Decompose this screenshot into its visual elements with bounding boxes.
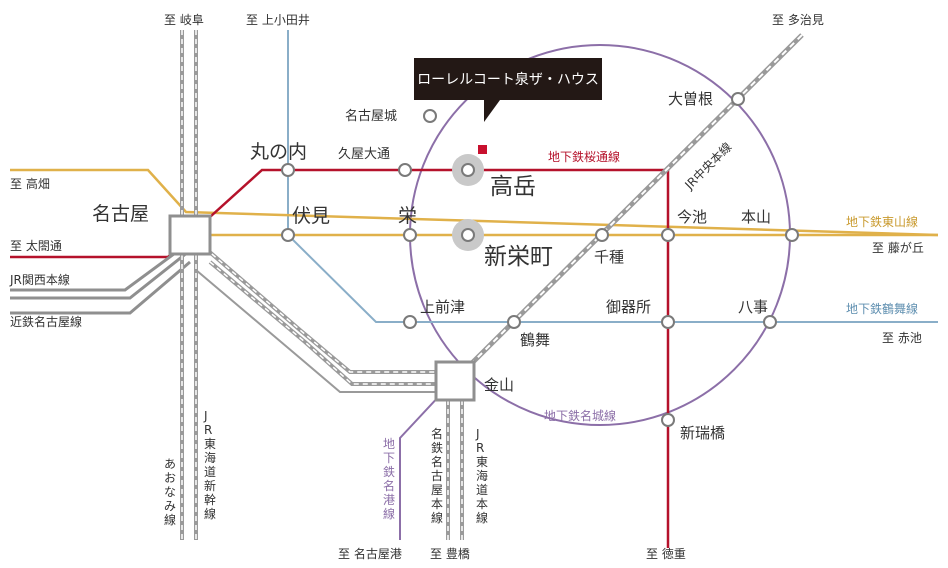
label-line-meitetsu: 名 鉄 名 古 屋 本 線 (431, 426, 447, 525)
label-hisaya-odori: 久屋大通 (338, 147, 390, 162)
terminus-gifu: 至 岐阜 (164, 13, 204, 27)
kintetsu-line (10, 260, 191, 315)
label-fushimi: 伏見 (292, 205, 330, 227)
terminus-taikodori: 至 太閤通 (10, 238, 62, 253)
label-ozone: 大曽根 (668, 90, 713, 108)
station-node-chikusa (595, 228, 609, 242)
label-tsurumai: 鶴舞 (520, 331, 550, 349)
station-node-gokiso (661, 315, 675, 329)
label-line-meiko: 地 下 鉄 名 港 線 (383, 437, 399, 521)
station-node-nagoyajo (423, 109, 437, 123)
station-node-tsurumai (507, 315, 521, 329)
tsurumai-line (287, 30, 938, 323)
station-node-shinsakae (461, 228, 475, 242)
nagoya-hub (168, 214, 212, 256)
station-node-marunouchi (281, 163, 295, 177)
label-shinsakae: 新栄町 (484, 244, 553, 270)
label-line-meijo: 地下鉄名城線 (544, 408, 616, 423)
kanayama-hub (434, 360, 476, 402)
terminus-toyohashi: 至 豊橋 (430, 547, 470, 561)
label-sakae: 栄 (398, 205, 417, 227)
higashiyama-line (10, 168, 939, 237)
sakuradori-line (10, 168, 670, 548)
station-node-aratamabashi (661, 413, 675, 427)
jr-nagoya-kanayama (195, 246, 440, 393)
terminus-kamiotai: 至 上小田井 (246, 13, 310, 27)
station-node-yagoto (763, 315, 777, 329)
label-line-higashiyama: 地下鉄東山線 (846, 214, 918, 229)
terminus-fujigaoka: 至 藤が丘 (872, 240, 924, 255)
property-marker (478, 145, 487, 154)
label-gokiso: 御器所 (606, 298, 651, 316)
terminus-tokushige: 至 徳重 (646, 546, 686, 561)
terminus-kansai: JR関西本線 (9, 272, 70, 287)
label-yagoto: 八事 (738, 298, 768, 316)
callout-label: ローレルコート泉ザ・ハウス (417, 71, 599, 88)
station-node-takaoka (461, 163, 475, 177)
label-marunouchi: 丸の内 (250, 141, 307, 163)
station-node-motoyama (785, 228, 799, 242)
terminus-nagoyako: 至 名古屋港 (338, 546, 402, 561)
jr-chuo-line (468, 33, 804, 367)
kanayama-south-lines (446, 400, 464, 540)
label-nagoya: 名古屋 (92, 203, 149, 225)
label-line-jr-tokaido: J R 東 海 道 本 線 (475, 427, 492, 525)
terminus-takabata: 至 高畑 (10, 176, 50, 191)
station-node-sakae (403, 228, 417, 242)
label-motoyama: 本山 (741, 208, 771, 226)
label-nagoyajo: 名古屋城 (345, 108, 397, 124)
label-chikusa: 千種 (594, 248, 624, 266)
station-node-ozone (731, 92, 745, 106)
jr-tokaido-nagoya (180, 30, 198, 540)
station-node-imaike (661, 228, 675, 242)
label-aratamabashi: 新瑞橋 (680, 424, 725, 442)
terminus-akaike: 至 赤池 (882, 331, 922, 345)
label-line-sakuradori: 地下鉄桜通線 (548, 149, 620, 164)
label-line-shinkansen: J R 東 海 道 新 幹 線 (203, 409, 220, 521)
label-line-tsurumai: 地下鉄鶴舞線 (846, 301, 918, 316)
station-node-hisaya-odori (398, 163, 412, 177)
label-line-aonami: あ お な み 線 (164, 457, 180, 527)
terminus-kintetsu: 近鉄名古屋線 (10, 314, 82, 329)
label-imaike: 今池 (677, 208, 707, 226)
property-callout: ローレルコート泉ザ・ハウス (414, 58, 602, 122)
terminus-tajimi: 至 多治見 (772, 13, 824, 27)
label-kamimaezu: 上前津 (420, 298, 465, 316)
jr-kansai-line (10, 246, 189, 300)
station-node-kamimaezu (403, 315, 417, 329)
label-kanayama: 金山 (484, 376, 514, 394)
station-node-fushimi (281, 228, 295, 242)
label-takaoka: 高岳 (490, 174, 536, 200)
